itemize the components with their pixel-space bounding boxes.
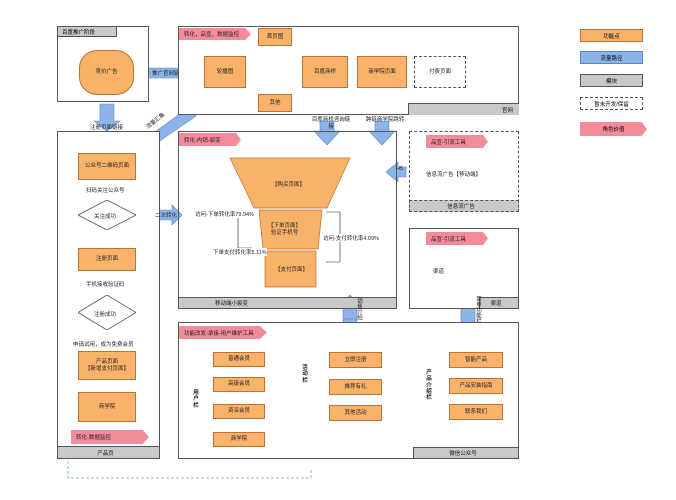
qr-page-box: 公众号二维码页面 <box>78 153 136 180</box>
legend-role: 角色价值 <box>580 122 647 136</box>
reg-decision: 注册成功 <box>94 312 117 318</box>
activity-item-2: 其他活动 <box>329 405 382 421</box>
scan-text: 扫码关注公众号 <box>86 188 125 194</box>
follow-decision: 关注成功 <box>94 214 117 220</box>
user-item-2: 资深会员 <box>213 404 265 419</box>
arrow-label-baidu-consult: 百度商桥咨询链接 <box>311 117 351 130</box>
legend-flow-path: 流量路径 <box>580 51 643 64</box>
info-ads-desc: 信息流广告【移动端】 <box>426 172 482 178</box>
info-ads-label: 信息流广告 <box>409 200 519 212</box>
promo-label: 百度推广阶段 <box>57 26 117 37</box>
arrow-register-link <box>93 103 121 132</box>
product-item-2: 联系我们 <box>449 404 503 420</box>
user-item-0: 普通会员 <box>213 352 265 367</box>
funnel-middle <box>258 209 323 250</box>
paid-page-box: 付费页面 <box>414 56 466 88</box>
channel-desc: 渠道 <box>433 269 445 275</box>
trial-text: 申请试用，成为免费会员 <box>73 342 134 348</box>
funnel-register: 【下单页面】 验证手机号 <box>268 223 302 237</box>
school-page-box: 商学院页面 <box>357 56 407 88</box>
activity-item-0: 立即注册 <box>329 352 382 368</box>
rate-visit-pay: 访问-支付转化率4.09% <box>323 234 379 242</box>
legend-function: 功能点 <box>580 29 643 42</box>
activity-item-1: 推荐有礼 <box>329 379 382 395</box>
product-item-1: 产品安装指南 <box>449 378 503 394</box>
website-label: 官网 <box>408 103 519 115</box>
info-ads-role: 品宣-引流工具 <box>426 135 488 148</box>
funnel-role: 转化-内销-裂变 <box>179 133 241 146</box>
rate-visit-order: 访问-下单转化率79.94% <box>195 210 254 218</box>
arrow-label-register-link: 注册页面链接 <box>90 125 124 131</box>
arrow-label-second-convert: 二次转化 <box>155 213 178 219</box>
rate-order-pay: 下单支付转化率5.11% <box>213 248 267 256</box>
product-page-box: 产品页面 【新增支付页面】 <box>78 351 136 380</box>
arrow-label-sales-enter: 销售介绍 <box>356 298 362 320</box>
channel-role: 品宣-引流工具 <box>426 232 488 245</box>
arrow-label-h5: H5 <box>396 166 404 172</box>
arrow-label-promo-to-site: 推广官网链接 <box>152 71 186 77</box>
wechat-label: 微信公众号 <box>413 447 519 459</box>
website-role: 转化，品宣，数据监控 <box>179 28 251 40</box>
loop-connector <box>67 166 312 479</box>
product-page-label: 产品页 <box>57 446 160 459</box>
funnel-top <box>229 157 351 209</box>
funnel-purchase: 【购买页面】 <box>272 182 306 188</box>
phone-code-text: 手机接收验证码 <box>86 282 125 288</box>
user-col-label: 用户栏 <box>193 390 199 409</box>
follow-decision-shape <box>78 200 136 230</box>
product-page-role: 转化-数据监控 <box>71 430 149 444</box>
product-item-0: 智能产品 <box>449 352 503 368</box>
funnel-pay: 【支付页面】 <box>275 267 309 273</box>
product-col-label: 产品介绍栏 <box>426 370 432 402</box>
funnel-panel <box>178 131 397 309</box>
arrow-label-menu-convert: 菜单功能栏 <box>475 296 481 324</box>
other-box: 其他 <box>258 94 292 112</box>
home-box: 首页图 <box>258 28 292 46</box>
legend-pending: 暂未开发/保留 <box>580 97 643 110</box>
school-box: 商学院 <box>78 392 136 422</box>
reg-decision-shape <box>78 295 136 330</box>
wechat-role: 功能改发-承接-用户维护工具 <box>179 326 267 339</box>
user-item-1: 高级会员 <box>213 377 265 392</box>
legend-module: 模块 <box>580 74 643 87</box>
channel-label: 渠道 <box>479 297 519 309</box>
activity-col-label: 活动栏 <box>302 365 308 384</box>
arrow-label-school-jump: 跨链商学院跳转 <box>365 117 405 123</box>
register-page-box: 注册页面 <box>78 248 136 271</box>
funnel-bottom <box>264 250 317 288</box>
baidu-bridge-box: 百度商桥 <box>302 56 348 88</box>
carousel-box: 轮播图 <box>204 56 246 88</box>
user-item-3: 商学院 <box>213 432 265 447</box>
funnel-label: 移动端小裂变 <box>178 297 397 309</box>
bid-ad: 竞价广告 <box>79 50 134 95</box>
